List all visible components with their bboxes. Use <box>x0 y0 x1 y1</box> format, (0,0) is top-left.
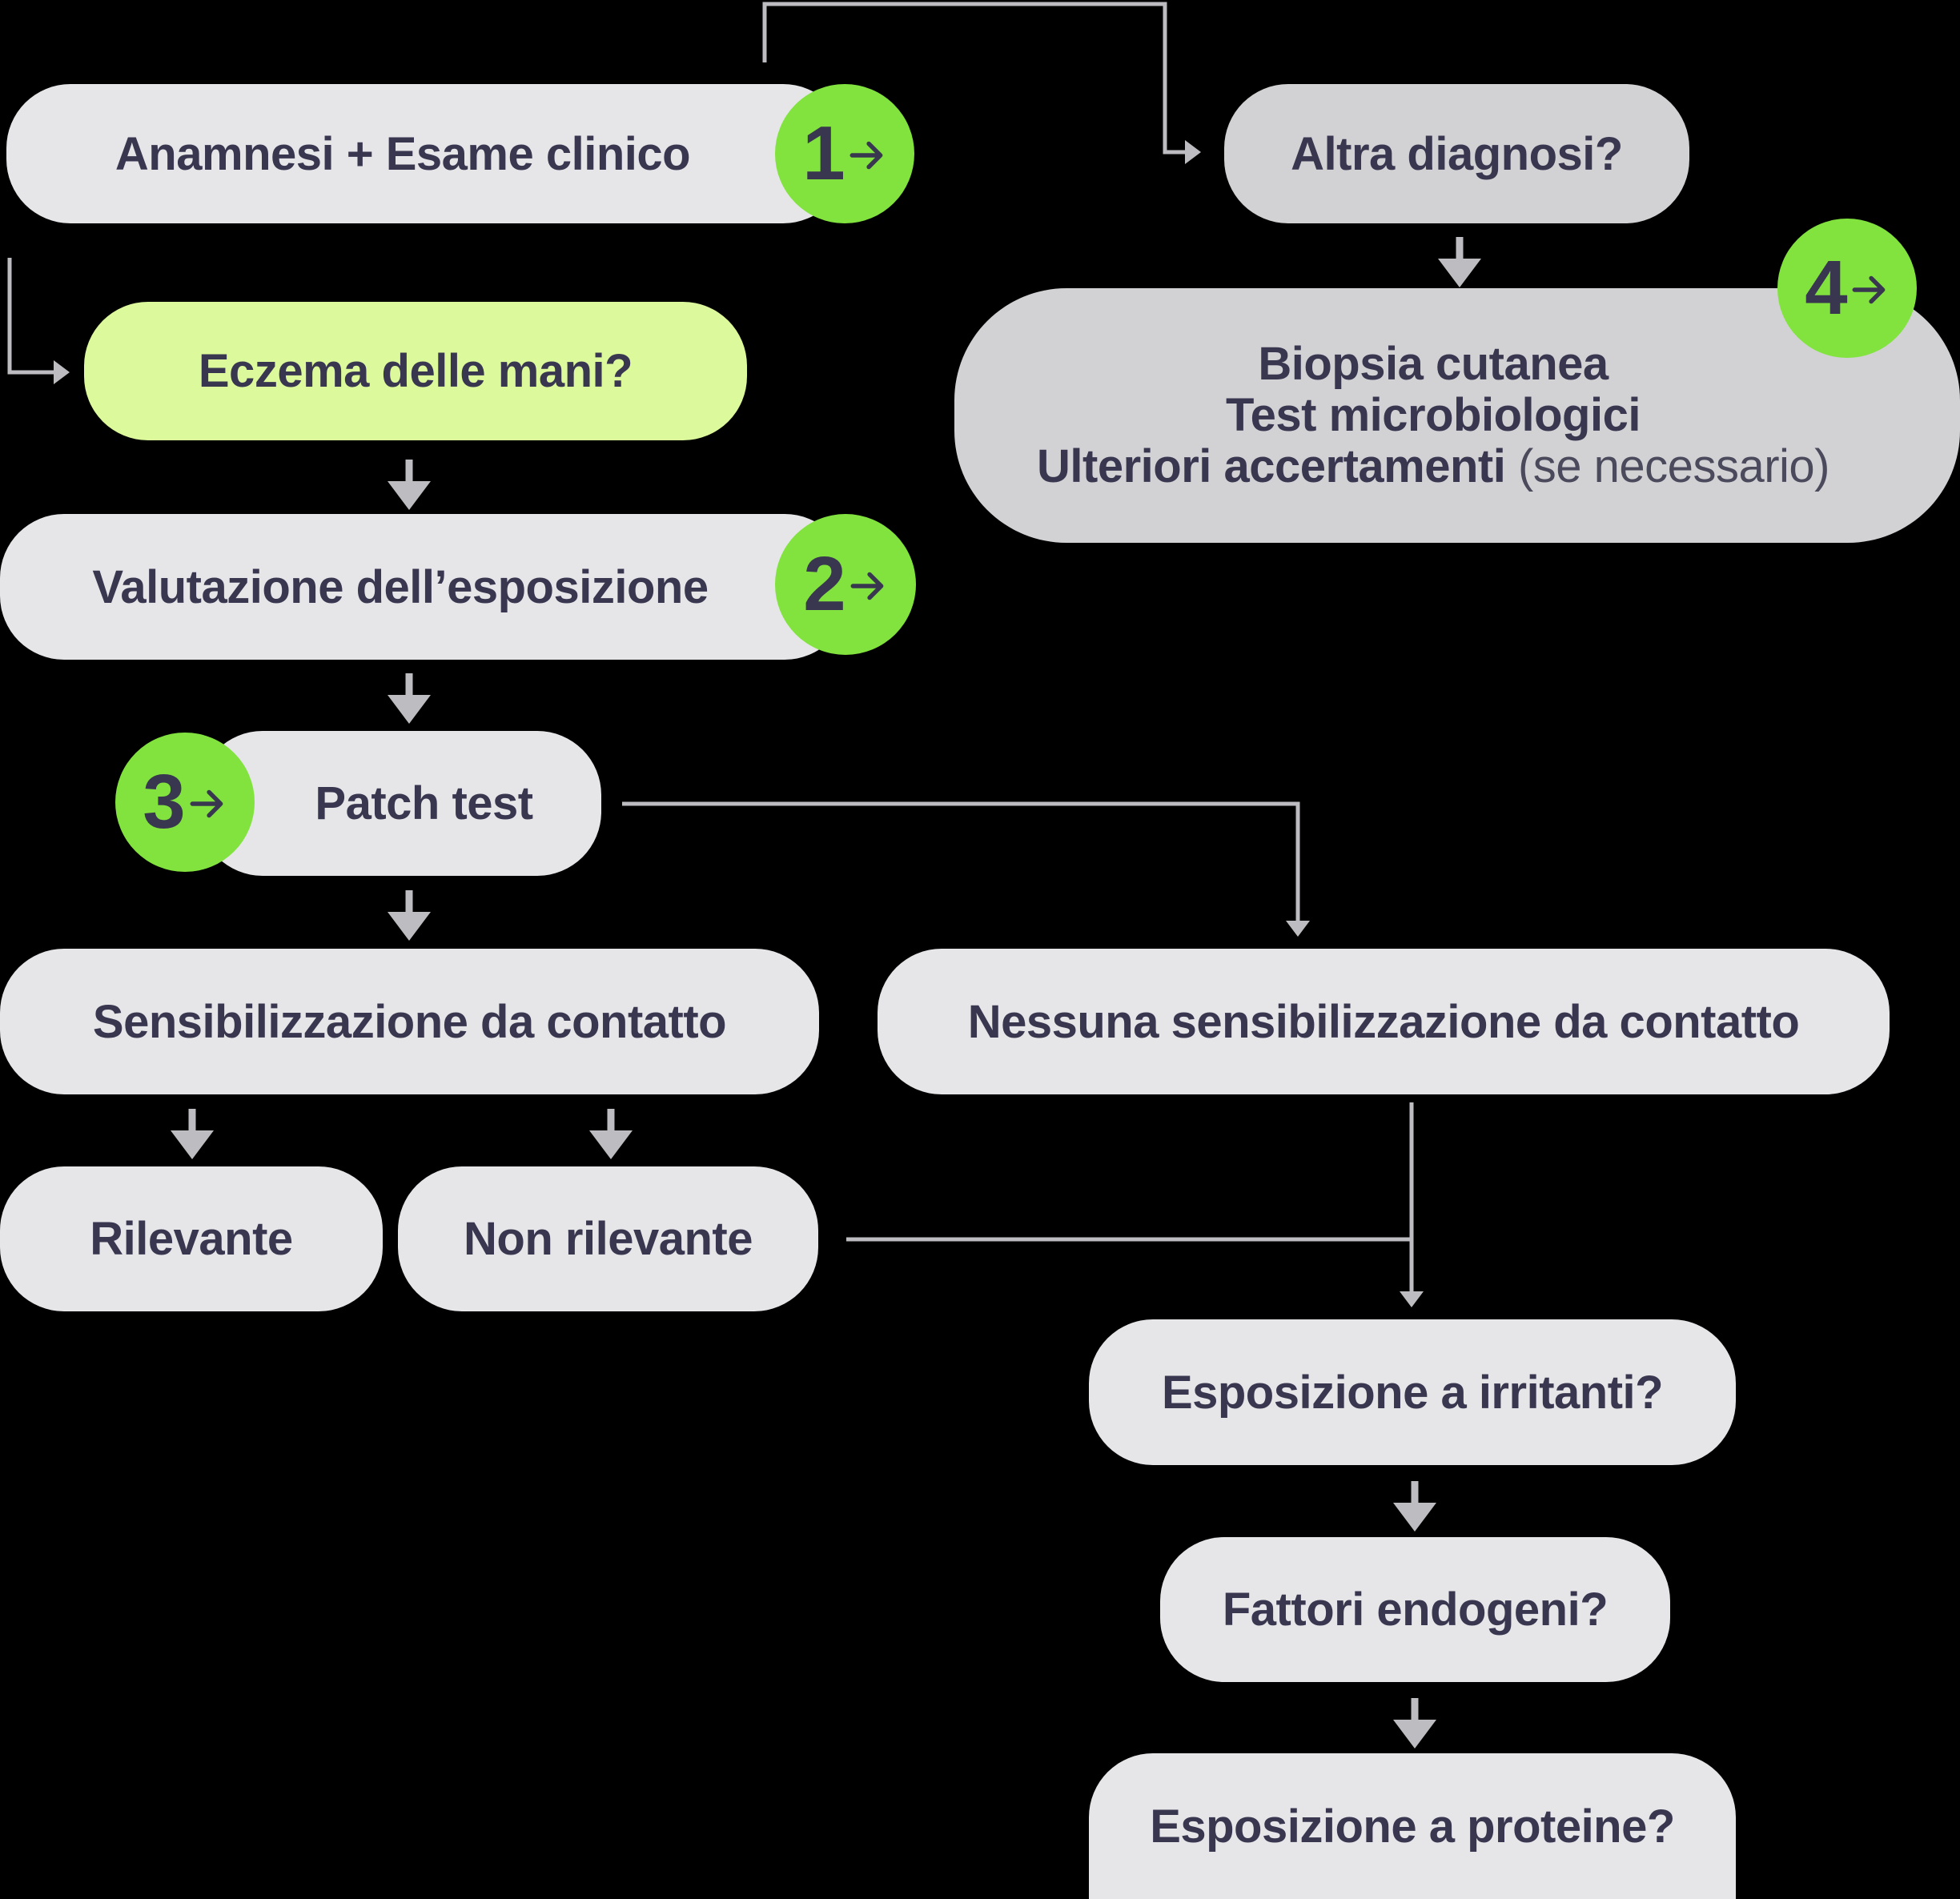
step-badge-2: 2 <box>775 514 916 655</box>
node-patch-test: Patch test <box>199 731 601 876</box>
node-valutazione: Valutazione dell’esposizione <box>0 514 849 660</box>
node-non-rilevante-label: Non rilevante <box>464 1213 753 1265</box>
node-rilevante: Rilevante <box>0 1166 383 1311</box>
step-badge-4: 4 <box>1777 219 1917 358</box>
node-biopsia-group: Biopsia cutanea Test microbiologici Ulte… <box>954 288 1960 543</box>
ulteriori-note: (se necessario) <box>1517 440 1829 492</box>
node-endogeni-label: Fattori endogeni? <box>1222 1584 1609 1636</box>
node-eczema: Eczema delle mani? <box>84 302 747 440</box>
node-anamnesi: Anamnesi + Esame clinico <box>6 84 847 223</box>
ulteriori-line: Ulteriori accertamenti (se necessario) <box>1037 441 1829 492</box>
node-eczema-label: Eczema delle mani? <box>198 345 633 397</box>
node-non-rilevante: Non rilevante <box>398 1166 818 1311</box>
node-sensibilizzazione-label: Sensibilizzazione da contatto <box>92 995 727 1048</box>
connector-anamnesi-to-altra <box>762 2 1201 164</box>
step-badge-2-number: 2 <box>803 541 846 627</box>
node-anamnesi-label: Anamnesi + Esame clinico <box>114 127 691 180</box>
step-badge-1: 1 <box>775 84 914 223</box>
node-proteine: Esposizione a proteine? <box>1089 1753 1736 1899</box>
node-altra-diagnosi: Altra diagnosi? <box>1224 84 1689 223</box>
ulteriori-label: Ulteriori accertamenti <box>1037 440 1506 492</box>
step-badge-1-number: 1 <box>802 110 845 196</box>
node-valutazione-label: Valutazione dell’esposizione <box>92 560 709 613</box>
node-patch-test-label: Patch test <box>315 777 533 829</box>
connector-anamnesi-to-eczema <box>7 258 70 384</box>
biopsia-label: Biopsia cutanea <box>1258 338 1609 390</box>
test-micro-label: Test microbiologici <box>1226 389 1641 441</box>
node-nessuna: Nessuna sensibilizzazione da contatto <box>878 949 1890 1094</box>
node-altra-diagnosi-label: Altra diagnosi? <box>1291 127 1623 180</box>
connector-patch-to-nessuna <box>622 801 1310 937</box>
arrow-right-icon <box>850 572 884 600</box>
step-badge-4-number: 4 <box>1805 245 1848 331</box>
step-badge-3: 3 <box>115 733 255 872</box>
arrow-right-icon <box>190 789 223 818</box>
node-rilevante-label: Rilevante <box>90 1213 293 1265</box>
node-sensibilizzazione: Sensibilizzazione da contatto <box>0 949 819 1094</box>
node-irritanti: Esposizione a irritanti? <box>1089 1319 1736 1465</box>
arrow-right-icon <box>849 141 883 170</box>
node-proteine-label: Esposizione a proteine? <box>1150 1800 1675 1853</box>
arrow-right-icon <box>1852 275 1886 304</box>
node-nessuna-label: Nessuna sensibilizzazione da contatto <box>967 995 1800 1048</box>
step-badge-3-number: 3 <box>143 759 186 845</box>
node-endogeni: Fattori endogeni? <box>1160 1537 1670 1682</box>
node-irritanti-label: Esposizione a irritanti? <box>1161 1366 1664 1419</box>
